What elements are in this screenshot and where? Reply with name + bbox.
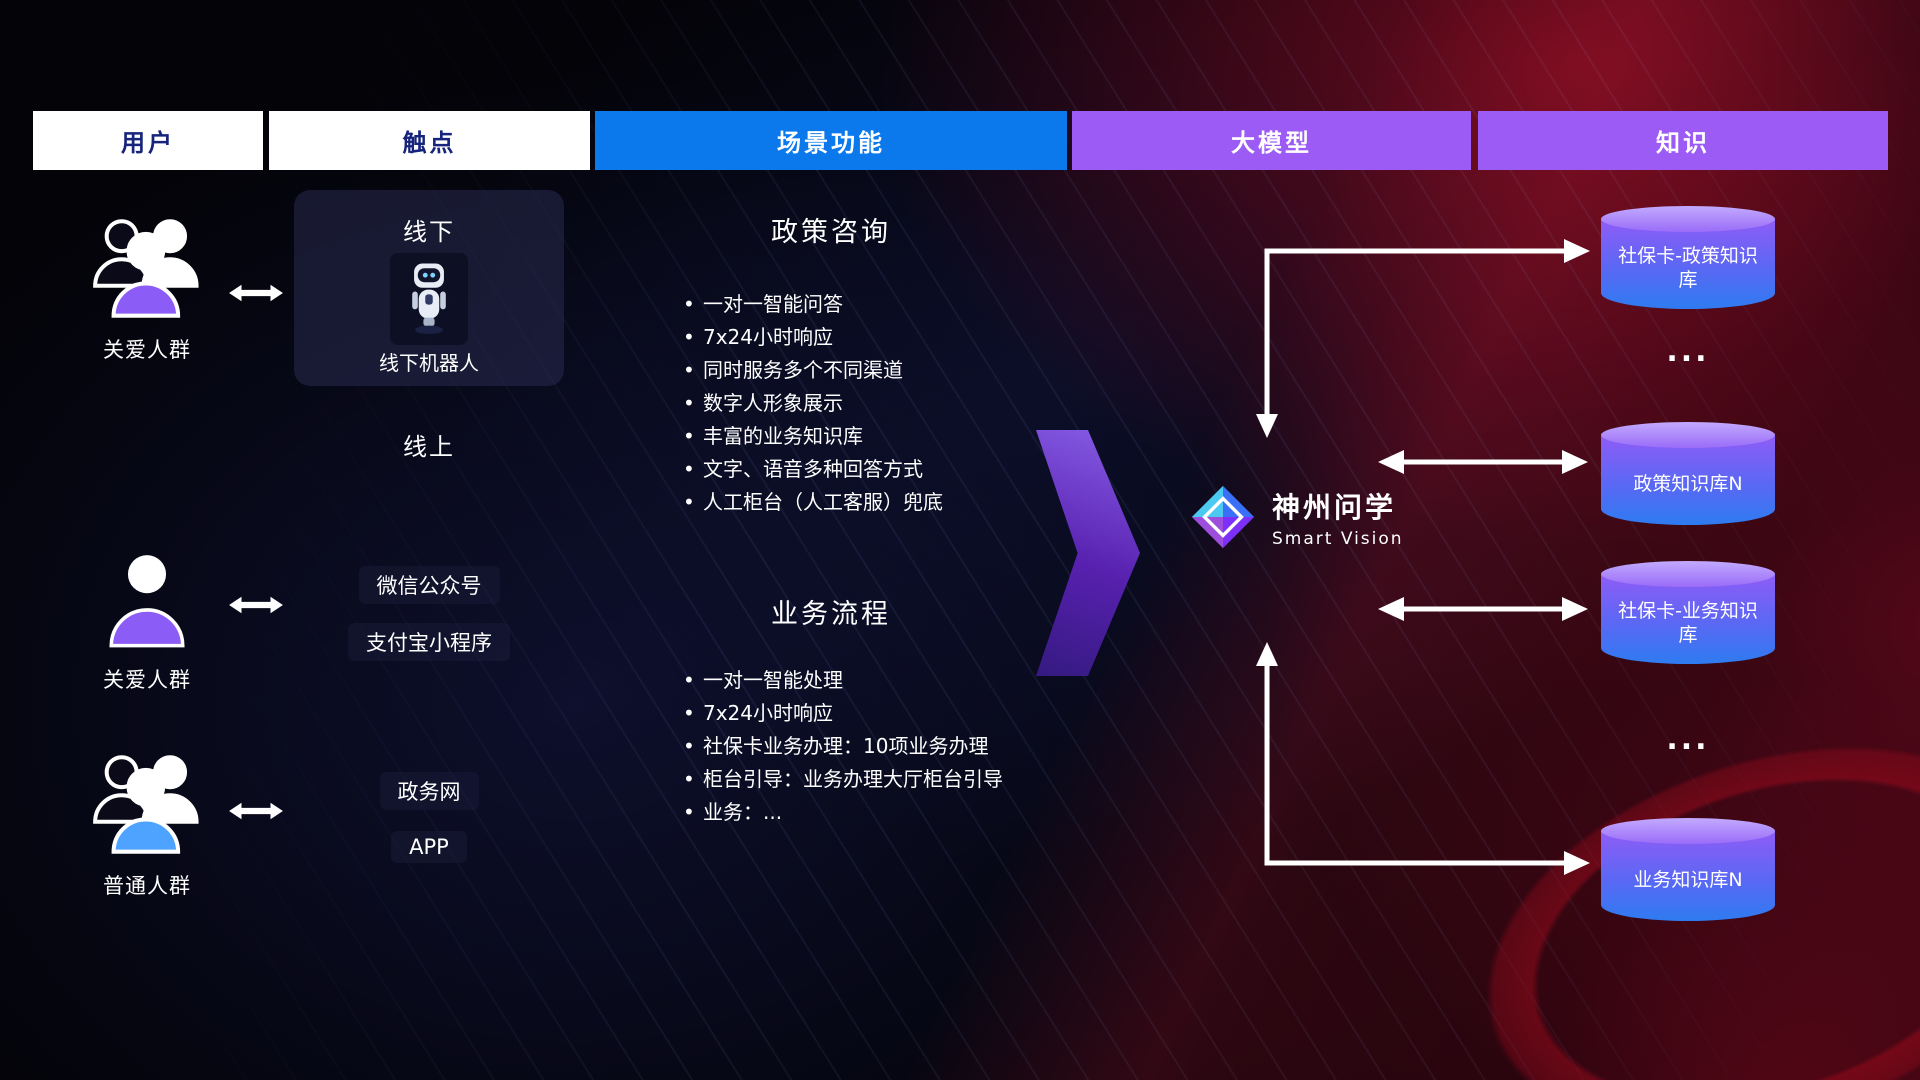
scenario-business-bullets: 一对一智能处理 7x24小时响应 社保卡业务办理：10项业务办理 柜台引导：业务… <box>681 664 1101 829</box>
bullet-item: 一对一智能处理 <box>681 664 1101 697</box>
bullet-item: 同时服务多个不同渠道 <box>681 354 1101 387</box>
column-header-scenarios: 场景功能 <box>595 111 1067 170</box>
user-group-ordinary: 普通人群 <box>62 748 232 900</box>
user-group-care-1: 关爱人群 <box>62 212 232 364</box>
online-title: 线上 <box>403 433 455 461</box>
group-people-icon <box>93 219 199 318</box>
user-group-label: 关爱人群 <box>103 338 191 362</box>
database-cylinder-body <box>1601 831 1775 921</box>
channel-label: 政务网 <box>379 772 479 810</box>
bullet-item: 业务：... <box>681 796 1101 829</box>
channel-label: 微信公众号 <box>358 566 500 604</box>
user-single-care: 关爱人群 <box>62 548 232 694</box>
model-name: 神州问学 <box>1272 490 1397 524</box>
double-arrow-icon <box>227 280 285 306</box>
user-group-label: 普通人群 <box>103 874 191 898</box>
column-header-model: 大模型 <box>1072 111 1471 170</box>
bullet-item: 一对一智能问答 <box>681 288 1101 321</box>
model-logo: 神州问学 Smart Vision <box>1188 482 1404 552</box>
scenario-title-policy-consult: 政策咨询 <box>771 217 891 248</box>
double-arrow-icon <box>227 592 285 618</box>
column-header-users: 用户 <box>33 111 263 170</box>
robot-image-frame <box>390 253 468 345</box>
channel-gov-web: 政务网 <box>294 772 564 810</box>
database-cylinder-cap <box>1601 561 1775 587</box>
channel-label: APP <box>391 831 467 863</box>
database-label: 业务知识库N <box>1633 868 1743 891</box>
column-header-touchpoints: 触点 <box>269 111 590 170</box>
bullet-item: 人工柜台（人工客服）兜底 <box>681 486 1101 519</box>
database-label: 政策知识库N <box>1633 472 1743 495</box>
column-header-knowledge: 知识 <box>1478 111 1888 170</box>
knowledge-db-policy-n: 政策知识库N <box>1601 422 1775 525</box>
database-cylinder-cap <box>1601 818 1775 844</box>
database-cylinder-cap <box>1601 206 1775 232</box>
scenario-policy-bullets: 一对一智能问答 7x24小时响应 同时服务多个不同渠道 数字人形象展示 丰富的业… <box>681 288 1101 519</box>
offline-touchpoint-card: 线下 线下机器人 <box>294 190 564 386</box>
database-cylinder-body <box>1601 435 1775 525</box>
channel-wechat: 微信公众号 <box>294 566 564 604</box>
channel-app: APP <box>294 831 564 863</box>
model-subtitle: Smart Vision <box>1272 528 1404 549</box>
knowledge-db-social-business: 社保卡-业务知识库 <box>1601 561 1775 664</box>
knowledge-db-social-policy: 社保卡-政策知识库 <box>1601 206 1775 309</box>
double-arrow-icon <box>227 798 285 824</box>
bullet-item: 数字人形象展示 <box>681 387 1101 420</box>
single-person-icon <box>109 555 185 648</box>
group-people-icon <box>93 755 199 854</box>
offline-title: 线下 <box>403 218 455 246</box>
bullet-item: 社保卡业务办理：10项业务办理 <box>681 730 1101 763</box>
bullet-item: 丰富的业务知识库 <box>681 420 1101 453</box>
channel-alipay: 支付宝小程序 <box>294 623 564 661</box>
ellipsis-more-databases: ... <box>1666 722 1710 757</box>
database-cylinder-body <box>1601 219 1775 309</box>
scenario-title-business-process: 业务流程 <box>771 599 891 630</box>
channel-label: 支付宝小程序 <box>348 623 510 661</box>
database-label: 社保卡-政策知识库 <box>1618 244 1758 291</box>
ellipsis-more-databases: ... <box>1666 334 1710 369</box>
database-label: 社保卡-业务知识库 <box>1618 599 1758 646</box>
bullet-item: 柜台引导：业务办理大厅柜台引导 <box>681 763 1101 796</box>
diamond-logo-icon <box>1191 485 1255 549</box>
knowledge-db-business-n: 业务知识库N <box>1601 818 1775 921</box>
user-group-label: 关爱人群 <box>103 668 191 692</box>
bullet-item: 7x24小时响应 <box>681 321 1101 354</box>
bullet-item: 7x24小时响应 <box>681 697 1101 730</box>
offline-robot-label: 线下机器人 <box>379 351 479 375</box>
model-logo-text: 神州问学 Smart Vision <box>1272 486 1404 549</box>
bullet-item: 文字、语音多种回答方式 <box>681 453 1101 486</box>
database-cylinder-cap <box>1601 422 1775 448</box>
robot-icon <box>412 263 446 334</box>
database-cylinder-body <box>1601 574 1775 664</box>
